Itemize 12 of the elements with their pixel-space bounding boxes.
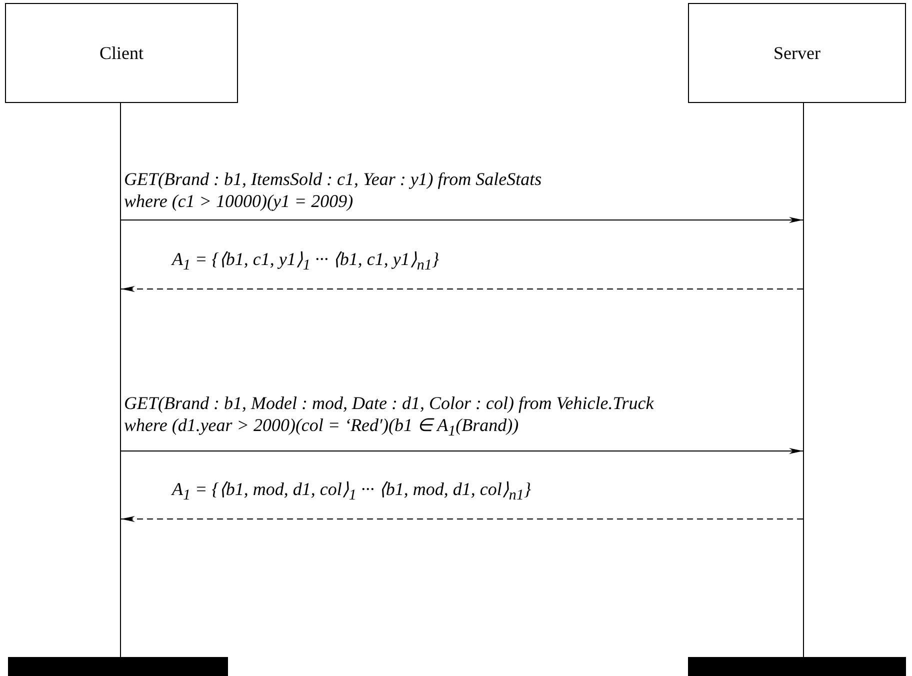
return-arrow xyxy=(120,286,804,292)
return-arrow xyxy=(120,516,804,522)
participant-name: Client xyxy=(100,42,144,64)
participant-box xyxy=(688,3,906,103)
message-arrow xyxy=(120,448,804,454)
message-arrow xyxy=(120,217,804,223)
lifeline xyxy=(803,103,804,657)
lifeline-end-bar xyxy=(8,657,228,676)
participant-name: Server xyxy=(774,42,820,64)
lifeline xyxy=(120,103,121,657)
participant-box xyxy=(5,3,238,103)
lifeline-end-bar xyxy=(688,657,906,676)
